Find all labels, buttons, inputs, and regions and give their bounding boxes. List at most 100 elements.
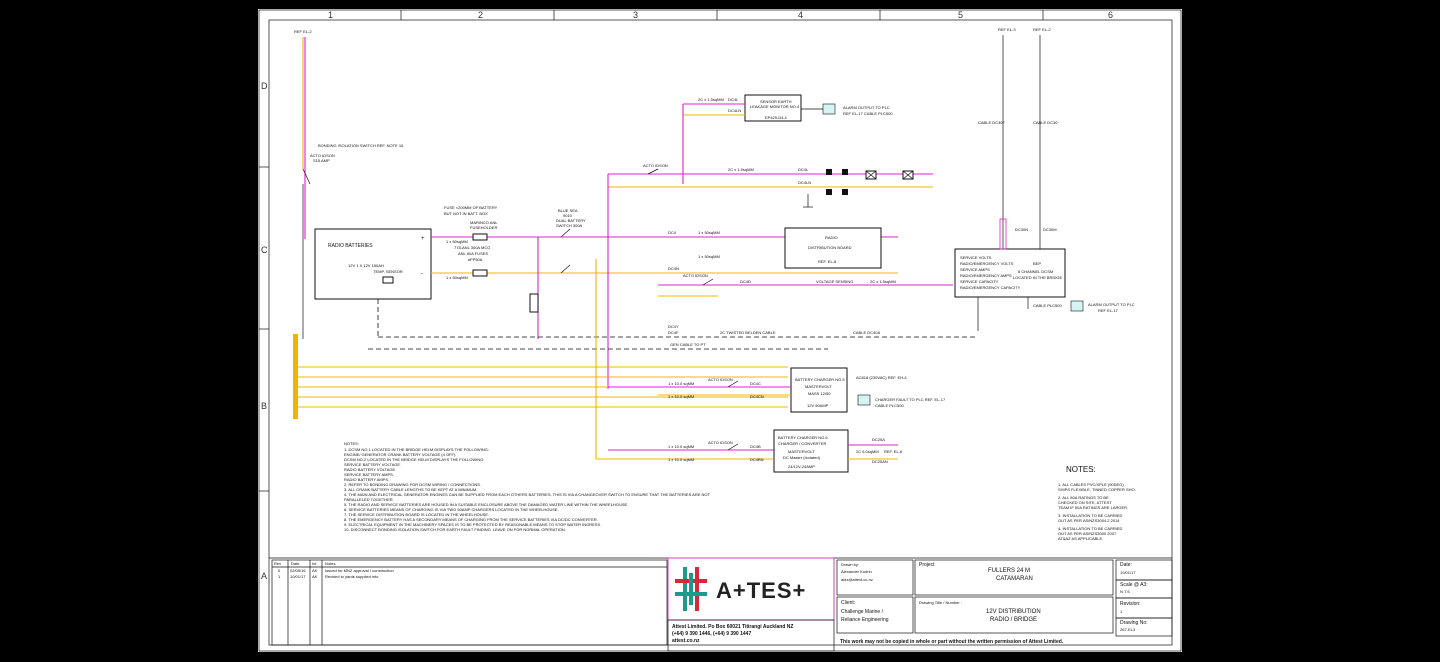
bep-label-2: 8 CHANNEL DCSM — [1018, 269, 1053, 274]
rev0-rev: 0 — [278, 568, 281, 573]
cable-c10-3: 1 x 10.0 sqMM — [668, 444, 694, 449]
temp-sensor — [382, 276, 394, 284]
dual-battery-switch-pos[interactable] — [560, 228, 571, 238]
rev0-int: AK — [312, 568, 318, 573]
sensor-earth-1: SENSOR EARTH — [760, 99, 792, 104]
alarm-right-2: REF EL-17 — [1098, 308, 1119, 313]
copyright-notice: This work may not be copied in whole or … — [840, 639, 1064, 645]
lamp-test-contact-3[interactable] — [826, 189, 832, 195]
radio-batteries-box — [314, 228, 432, 300]
charger2-2: MASTERVOLT — [788, 449, 815, 454]
dist-board-1: RADIO — [825, 235, 838, 240]
drawn-by-name: Alexander Kudrin — [841, 569, 872, 574]
note-left-11: PARALLELED TOGETHER. — [344, 497, 394, 502]
cable-dc30n: DC30N — [1015, 227, 1028, 232]
temp-sensor-label: TEMP. SENSOR — [373, 269, 403, 274]
ref-el2-left: REF EL-2 — [294, 29, 312, 34]
cable-dc4f: DC4F — [668, 330, 679, 335]
ac-supply: AC818 (230VAC) REF. EH-4 — [856, 375, 907, 380]
radio-distribution-board — [784, 227, 882, 269]
note-left-16: 9. ELECTRICAL EQUIPMENT IN THE MACHINERY… — [344, 522, 601, 527]
battery-charger-6 — [773, 429, 849, 473]
bluesea-label-1: BLUE SEA — [558, 208, 578, 213]
service-volts-1: RADIO/EMERGENCY VOLTS — [960, 261, 1014, 266]
cable-c6: 2C 6.0sqMM — [856, 449, 879, 454]
rev0-date: 02/05/16 — [290, 568, 306, 573]
note-left-4: SERVICE BATTERY VOLTAGE. — [344, 462, 401, 467]
company-web[interactable]: attest.co.nz — [672, 638, 700, 644]
acto-left-label-1: ACTO IDSON — [310, 153, 335, 158]
cable-2x15-3: 2C x 1.5sqMM — [870, 279, 896, 284]
acto-c-breaker[interactable] — [727, 380, 739, 388]
earth-busbar — [293, 334, 298, 419]
radio-batteries-label: RADIO BATTERIES — [328, 243, 373, 249]
client-line1: Challenge Marine / — [841, 609, 884, 615]
battery-charger-5 — [790, 367, 848, 413]
service-volts-2: SERVICE AMPS — [960, 267, 990, 272]
anl-fuse-positive — [472, 233, 488, 241]
client-line2: Reliance Engineering — [841, 617, 889, 623]
charger2-4: 24/12V-24AMP — [788, 464, 815, 469]
drawn-by-label: Drawn by: — [841, 562, 859, 567]
note-left-8: 2. REFER TO BONDING DRAWING FOR DCSM WIR… — [344, 482, 481, 487]
fuseholder-label-2: FUSEHOLDER — [470, 225, 497, 230]
lamp-test-contact-2[interactable] — [842, 169, 848, 175]
dist-board-3: REF. EL-8 — [818, 259, 837, 264]
shunt — [529, 293, 539, 313]
alarm-right-1: ALARM OUTPUT TO PLC — [1088, 302, 1135, 307]
note-left-6: SERVICE BATTERY AMPS. — [344, 472, 394, 477]
dc30f-pos-marker — [999, 218, 1007, 250]
cable-dc4l-lamp: DC4L — [798, 167, 809, 172]
charger1-1: MASTERVOLT — [805, 384, 832, 389]
note-right-7: OUT AS PER AS/NZS3004.2 2014 — [1058, 518, 1120, 523]
note-right-4: CHECKED ON SITE, ATTEST — [1058, 500, 1112, 505]
rev1-date: 10/01/17 — [290, 574, 306, 579]
lamp-test-contact-1[interactable] — [826, 169, 832, 175]
note-left-13: 6. SERVICE BATTERIES MEANS OF CHARGING I… — [344, 507, 559, 512]
note-right-8: 4. INSTALLATION TO BE CARRIED — [1058, 526, 1122, 531]
note-left-15: 8. THE EMERGENCY BATTERY HAS A SECONDARY… — [344, 517, 598, 522]
cable-dc4bn: DC4BN — [750, 457, 764, 462]
dwg-title-2: RADIO / BRIDGE — [990, 617, 1037, 623]
lamp-test-contact-4[interactable] — [842, 189, 848, 195]
charger2-1: CHARGER / CONVERTER — [778, 441, 826, 446]
ref-el3: REF EL-3 — [998, 27, 1016, 32]
cable-c50-3: 1 x 50sqMM — [446, 275, 468, 280]
rev-header-notes: Notes — [325, 561, 335, 566]
attest-logo-text: A+TES+ — [716, 578, 806, 603]
charger2-0: BATTERY CHARGER NO.6 — [778, 435, 828, 440]
radio-batteries-spec: 12V 1 X 12V 150AH — [348, 263, 384, 268]
column-grid: 1 2 3 4 5 6 — [328, 10, 1113, 20]
cable-dc4y: DC4Y — [668, 324, 679, 329]
charger1-3: 12V 50AMP — [807, 403, 829, 408]
revision-label: Revision: — [1120, 601, 1141, 607]
cable-c10-1: 1 x 10.0 sqMM — [668, 381, 694, 386]
rev-header-int: Int — [312, 561, 317, 566]
rev-header-date: Date — [291, 561, 300, 566]
plc-terminal-charger — [857, 394, 871, 406]
isolation-switch — [302, 168, 311, 185]
cable-c50-2: 1 x 50sqMM — [698, 230, 720, 235]
acto-c-label: ACTO IDSON — [708, 377, 733, 382]
revision-value: 1 — [1120, 609, 1123, 614]
acto-b-breaker[interactable] — [727, 443, 739, 451]
battery-negative-symbol: - — [421, 271, 423, 277]
acto-top-breaker[interactable] — [647, 168, 659, 175]
bep-label-3: LOCATED IN THE BRIDGE — [1013, 275, 1063, 280]
scale-label: Scale @ A3: — [1120, 582, 1148, 588]
cable-dc30: CABLE DC30 — [1033, 120, 1058, 125]
cable-dc30m: DC30M — [1043, 227, 1057, 232]
note-left-1: 1. DCSM NO.1 LOCATED IN THE BRIDGE HELM … — [344, 447, 489, 452]
note-left-10: 4. THE MAIN AND ELECTRICAL GENERATOR ENG… — [344, 492, 710, 497]
rev1-rev: 1 — [278, 574, 281, 579]
acto-mid-breaker[interactable] — [702, 278, 714, 286]
cable-dc4l-top: DC4L — [728, 97, 739, 102]
dwg-no-label: Drawing No: — [1120, 620, 1148, 626]
note-left-9: 3. ALL CRANK BATTERY CABLE LENGTHS TO BE… — [344, 487, 477, 492]
bep-dcsm-panel — [954, 248, 1066, 298]
anl-fuse-negative — [472, 269, 488, 277]
cable-dc4b: DC4B — [750, 444, 761, 449]
dual-battery-switch-neg[interactable] — [560, 264, 571, 274]
schematic-canvas: 1 2 3 4 5 6 D C B A REF EL-2 BONDING ISO… — [258, 9, 1182, 652]
acto-left-label-2: S15 AMP — [313, 158, 330, 163]
